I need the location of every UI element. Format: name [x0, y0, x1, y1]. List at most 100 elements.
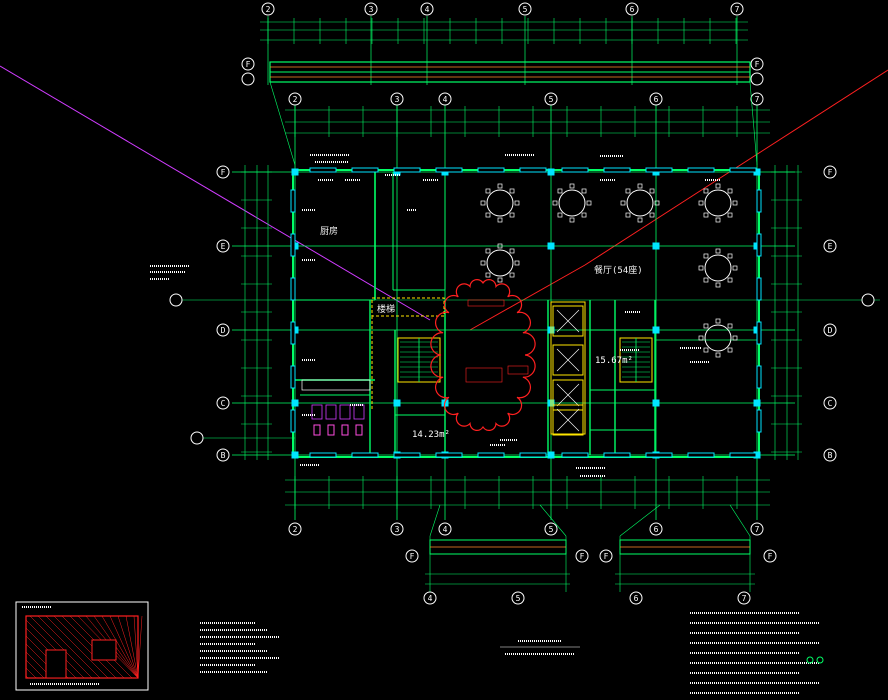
- grid-bubble-label: F: [580, 552, 585, 561]
- dining-chair: [485, 248, 491, 254]
- dining-chair: [715, 282, 721, 288]
- dining-chair: [649, 188, 655, 194]
- grid-bubble-icon: [169, 293, 183, 307]
- window: [290, 321, 296, 345]
- grid-bubble-icon: [390, 92, 404, 106]
- dining-chair: [509, 248, 515, 254]
- grid-bubble-icon: [241, 72, 255, 86]
- dining-chair: [649, 212, 655, 218]
- dining-chair: [727, 323, 733, 329]
- key-plan-frame: [15, 601, 149, 691]
- dining-chair: [698, 200, 704, 206]
- dining-chair: [727, 253, 733, 259]
- magenta-leader-line: [0, 65, 431, 321]
- dining-chair: [485, 272, 491, 278]
- dining-table-icon: [558, 189, 586, 217]
- key-plan-hatch: [25, 667, 37, 679]
- dining-chair: [497, 277, 503, 283]
- grid-bubble-icon: [823, 323, 837, 337]
- grid-bubble-label: 5: [523, 5, 528, 14]
- dining-chair: [654, 200, 660, 206]
- dining-chair: [703, 188, 709, 194]
- dining-chair: [485, 212, 491, 218]
- dining-chair: [727, 277, 733, 283]
- elevator-core-frame: [550, 301, 586, 435]
- structural-column: [291, 168, 299, 176]
- grid-bubble-icon: [288, 92, 302, 106]
- section-projection-line: [749, 81, 758, 166]
- toilet-stall: [339, 404, 351, 420]
- dining-chair: [732, 335, 738, 341]
- dining-chair: [509, 272, 515, 278]
- grid-bubble-label: F: [828, 168, 833, 177]
- window: [477, 452, 505, 458]
- key-plan-hatch: [53, 615, 117, 679]
- window: [756, 365, 762, 389]
- grid-bubble-label: 2: [293, 95, 298, 104]
- structural-column: [753, 399, 761, 407]
- grid-bubble-icon: [420, 2, 434, 16]
- window: [290, 409, 296, 433]
- key-plan-hatch: [25, 659, 45, 679]
- grid-bubble-label: 4: [425, 5, 430, 14]
- window: [561, 452, 589, 458]
- legend-marker-icon: [806, 656, 814, 664]
- grid-bubble-icon: [544, 92, 558, 106]
- grid-bubble-icon: [190, 431, 204, 445]
- dining-chair: [557, 212, 563, 218]
- dining-chair: [497, 243, 503, 249]
- grid-bubble-label: 6: [630, 5, 635, 14]
- grid-bubble-icon: [737, 591, 751, 605]
- grid-bubble-label: 5: [549, 525, 554, 534]
- dining-chair: [715, 217, 721, 223]
- grid-bubble-icon: [511, 591, 525, 605]
- grid-bubble-icon: [763, 549, 777, 563]
- grid-bubble-icon: [216, 165, 230, 179]
- window: [687, 167, 715, 173]
- grid-bubble-label: 7: [755, 525, 760, 534]
- grid-bubble-label: 5: [549, 95, 554, 104]
- key-plan-room: [45, 649, 67, 679]
- key-plan-hatch: [125, 615, 139, 679]
- room-area-2: 14.23m²: [412, 430, 450, 440]
- window: [309, 452, 337, 458]
- grid-bubble-icon: [730, 2, 744, 16]
- window: [477, 167, 505, 173]
- grid-bubble-label: 7: [735, 5, 740, 14]
- legend-marker-icon: [816, 656, 824, 664]
- window: [756, 189, 762, 213]
- grid-bubble-label: C: [828, 399, 833, 408]
- grid-bubble-label: 6: [634, 594, 639, 603]
- dining-chair: [637, 217, 643, 223]
- room-area-1: 15.67m²: [595, 356, 633, 366]
- section-projection-line: [729, 504, 751, 537]
- dining-chair: [727, 188, 733, 194]
- grid-bubble-label: 4: [443, 95, 448, 104]
- grid-bubble-label: 5: [516, 594, 521, 603]
- grid-bubble-icon: [261, 2, 275, 16]
- window: [645, 167, 673, 173]
- window: [756, 233, 762, 257]
- key-plan-hatch: [137, 615, 143, 679]
- window: [393, 167, 421, 173]
- grid-bubble-icon: [544, 522, 558, 536]
- grid-bubble-label: B: [221, 451, 226, 460]
- dining-chair: [698, 265, 704, 271]
- dining-chair: [625, 188, 631, 194]
- grid-bubble-label: F: [410, 552, 415, 561]
- grid-bubble-icon: [216, 323, 230, 337]
- section-projection-line: [269, 81, 296, 166]
- dining-chair: [703, 212, 709, 218]
- dining-chair: [569, 217, 575, 223]
- grid-bubble-icon: [750, 92, 764, 106]
- grid-bubble-icon: [629, 591, 643, 605]
- window: [756, 409, 762, 433]
- dining-chair: [497, 183, 503, 189]
- window: [519, 452, 547, 458]
- grid-bubble-icon: [823, 239, 837, 253]
- red-note-block: [507, 365, 529, 375]
- window: [687, 452, 715, 458]
- room-label-kitchen: 厨房: [320, 227, 339, 237]
